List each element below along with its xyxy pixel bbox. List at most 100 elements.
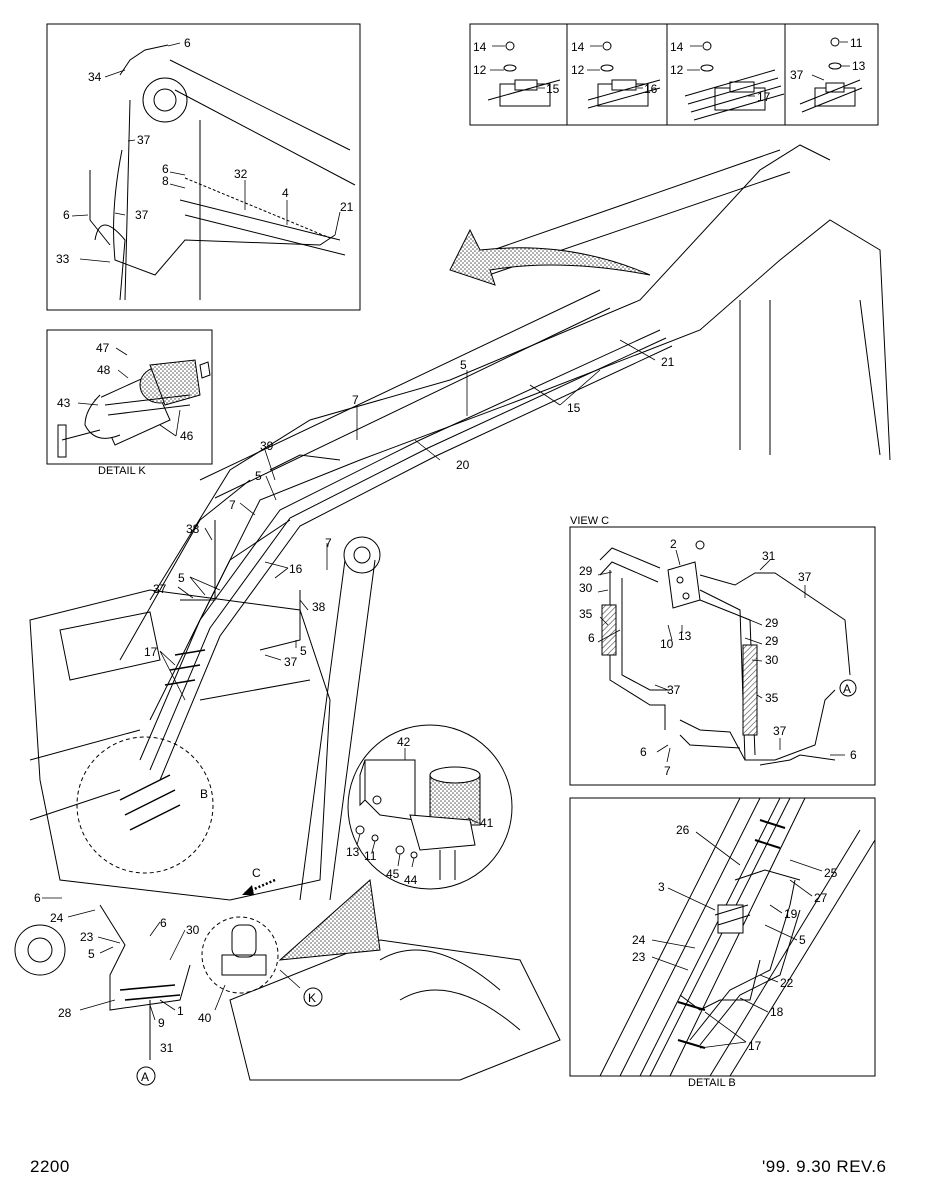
callout-lamp: 44: [404, 873, 418, 887]
callout-view-c: 29: [765, 634, 779, 648]
connector-a-label: A: [141, 1070, 149, 1084]
detail-k-marker: [303, 987, 323, 1007]
detail-b-circle: [76, 736, 214, 874]
callout-main: 5: [460, 358, 467, 372]
callout-main: 16: [289, 562, 303, 576]
callout-view-c: 6: [588, 631, 595, 645]
callout-main: 23: [80, 930, 94, 944]
inset-view-c: VIEW C: [569, 515, 876, 786]
callout-clamp: 16: [644, 82, 658, 96]
detail-b-caption: DETAIL B: [688, 1077, 736, 1089]
callout-view-c: 35: [765, 691, 779, 705]
callout-detail-b: 25: [824, 866, 838, 880]
hose-bundle: [139, 329, 673, 781]
callout-lamp: 42: [397, 735, 411, 749]
callout-main: 17: [144, 645, 158, 659]
boom-cylinder: [199, 289, 611, 499]
callout-main: 7: [229, 498, 236, 512]
inset-clamp-row: 14 12 15 14 12 16 14 12 17 11 37 13: [469, 23, 879, 126]
callout-clamp: 13: [852, 59, 866, 73]
arm-outline: [119, 479, 291, 721]
boom-foot: [739, 299, 881, 456]
callout-view-c: 7: [664, 764, 671, 778]
callout-detail-k: 48: [97, 363, 111, 377]
detail-k-circle: [201, 916, 279, 994]
callout-detail-b: 18: [770, 1005, 784, 1019]
view-c-caption: VIEW C: [570, 515, 609, 527]
callout-view-c: 13: [678, 629, 692, 643]
inset-boom-top: 6 34 37 6 8 32 4 21 6 37 33: [46, 23, 361, 311]
callout-inset: 37: [135, 208, 149, 222]
inset-lamp-detail: 42 41 13 11 45 44: [346, 724, 513, 890]
callout-inset: 37: [137, 133, 151, 147]
callout-view-c-connector: A: [843, 682, 851, 696]
callout-view-c: 2: [670, 537, 677, 551]
detail-k-marker-label: K: [308, 991, 316, 1005]
connector-a-marker: [136, 1066, 156, 1086]
callout-view-c: 30: [765, 653, 779, 667]
callout-main: 21: [661, 355, 675, 369]
callout-main: 39: [260, 439, 274, 453]
callout-detail-k: 43: [57, 396, 71, 410]
callout-main: 38: [186, 522, 200, 536]
view-c-arrow-head: [242, 885, 254, 895]
view-c-arrow: [244, 878, 276, 895]
callout-clamp: 37: [790, 68, 804, 82]
callout-main: 5: [255, 469, 262, 483]
callout-view-c: 6: [640, 745, 647, 759]
cab-window: [59, 611, 161, 681]
cylinder-pin: [343, 536, 381, 574]
callout-clamp: 17: [757, 90, 771, 104]
callout-detail-b: 23: [632, 950, 646, 964]
callout-lamp: 11: [364, 849, 377, 863]
boom-lower-edge: [189, 219, 891, 641]
callout-detail-k: 46: [180, 429, 194, 443]
callout-main: 20: [456, 458, 470, 472]
callout-clamp: 14: [670, 40, 684, 54]
callout-clamp: 14: [473, 40, 487, 54]
callout-main: B: [200, 787, 208, 801]
callout-main: 1: [177, 1004, 184, 1018]
callout-inset: 21: [340, 200, 354, 214]
cab-outline: [29, 589, 331, 901]
view-c-connector-a: [839, 679, 857, 697]
main-callouts: 5 21 15 7 20 39 5 7 38 16 7 37 5 38 17 3…: [34, 355, 675, 1055]
revision-date: '99. 9.30 REV.6: [762, 1157, 887, 1176]
callout-inset: 6: [184, 36, 191, 50]
callout-main: 7: [325, 536, 332, 550]
callout-clamp: 11: [850, 36, 863, 50]
direction-arrow-fill: [449, 228, 651, 286]
undercarriage: [229, 939, 561, 1081]
callout-view-c: 10: [660, 637, 674, 651]
callout-main: 6: [160, 916, 167, 930]
callout-inset: 6: [162, 162, 169, 176]
callout-clamp: 14: [571, 40, 585, 54]
callout-detail-b: 5: [799, 933, 806, 947]
callout-main: 30: [186, 923, 200, 937]
hose-line-38: [180, 520, 301, 651]
callout-view-c: 29: [765, 616, 779, 630]
callout-inset: 8: [162, 174, 169, 188]
callout-view-c: 37: [773, 724, 787, 738]
callout-detail-b: 19: [784, 907, 798, 921]
callout-main: 7: [352, 393, 359, 407]
callout-view-c: 29: [579, 564, 593, 578]
callout-main: 9: [158, 1016, 165, 1030]
callout-view-c: 37: [667, 683, 681, 697]
inset-detail-k: 47 48 43 46 DETAIL K: [46, 329, 213, 477]
page-number: 2200: [30, 1157, 70, 1176]
body-lines: [29, 679, 311, 821]
callout-detail-b: 17: [748, 1039, 762, 1053]
callout-detail-k: 47: [96, 341, 110, 355]
callout-detail-b: 3: [658, 880, 665, 894]
callout-main: 31: [160, 1041, 174, 1055]
callout-inset: 34: [88, 70, 102, 84]
callout-clamp: 15: [546, 82, 560, 96]
reel-left: [14, 924, 66, 976]
callout-main: 15: [567, 401, 581, 415]
callout-view-c: 30: [579, 581, 593, 595]
view-c-arrow-label: C: [252, 866, 261, 880]
hose-line-39: [269, 454, 341, 471]
callout-lamp: 13: [346, 845, 360, 859]
